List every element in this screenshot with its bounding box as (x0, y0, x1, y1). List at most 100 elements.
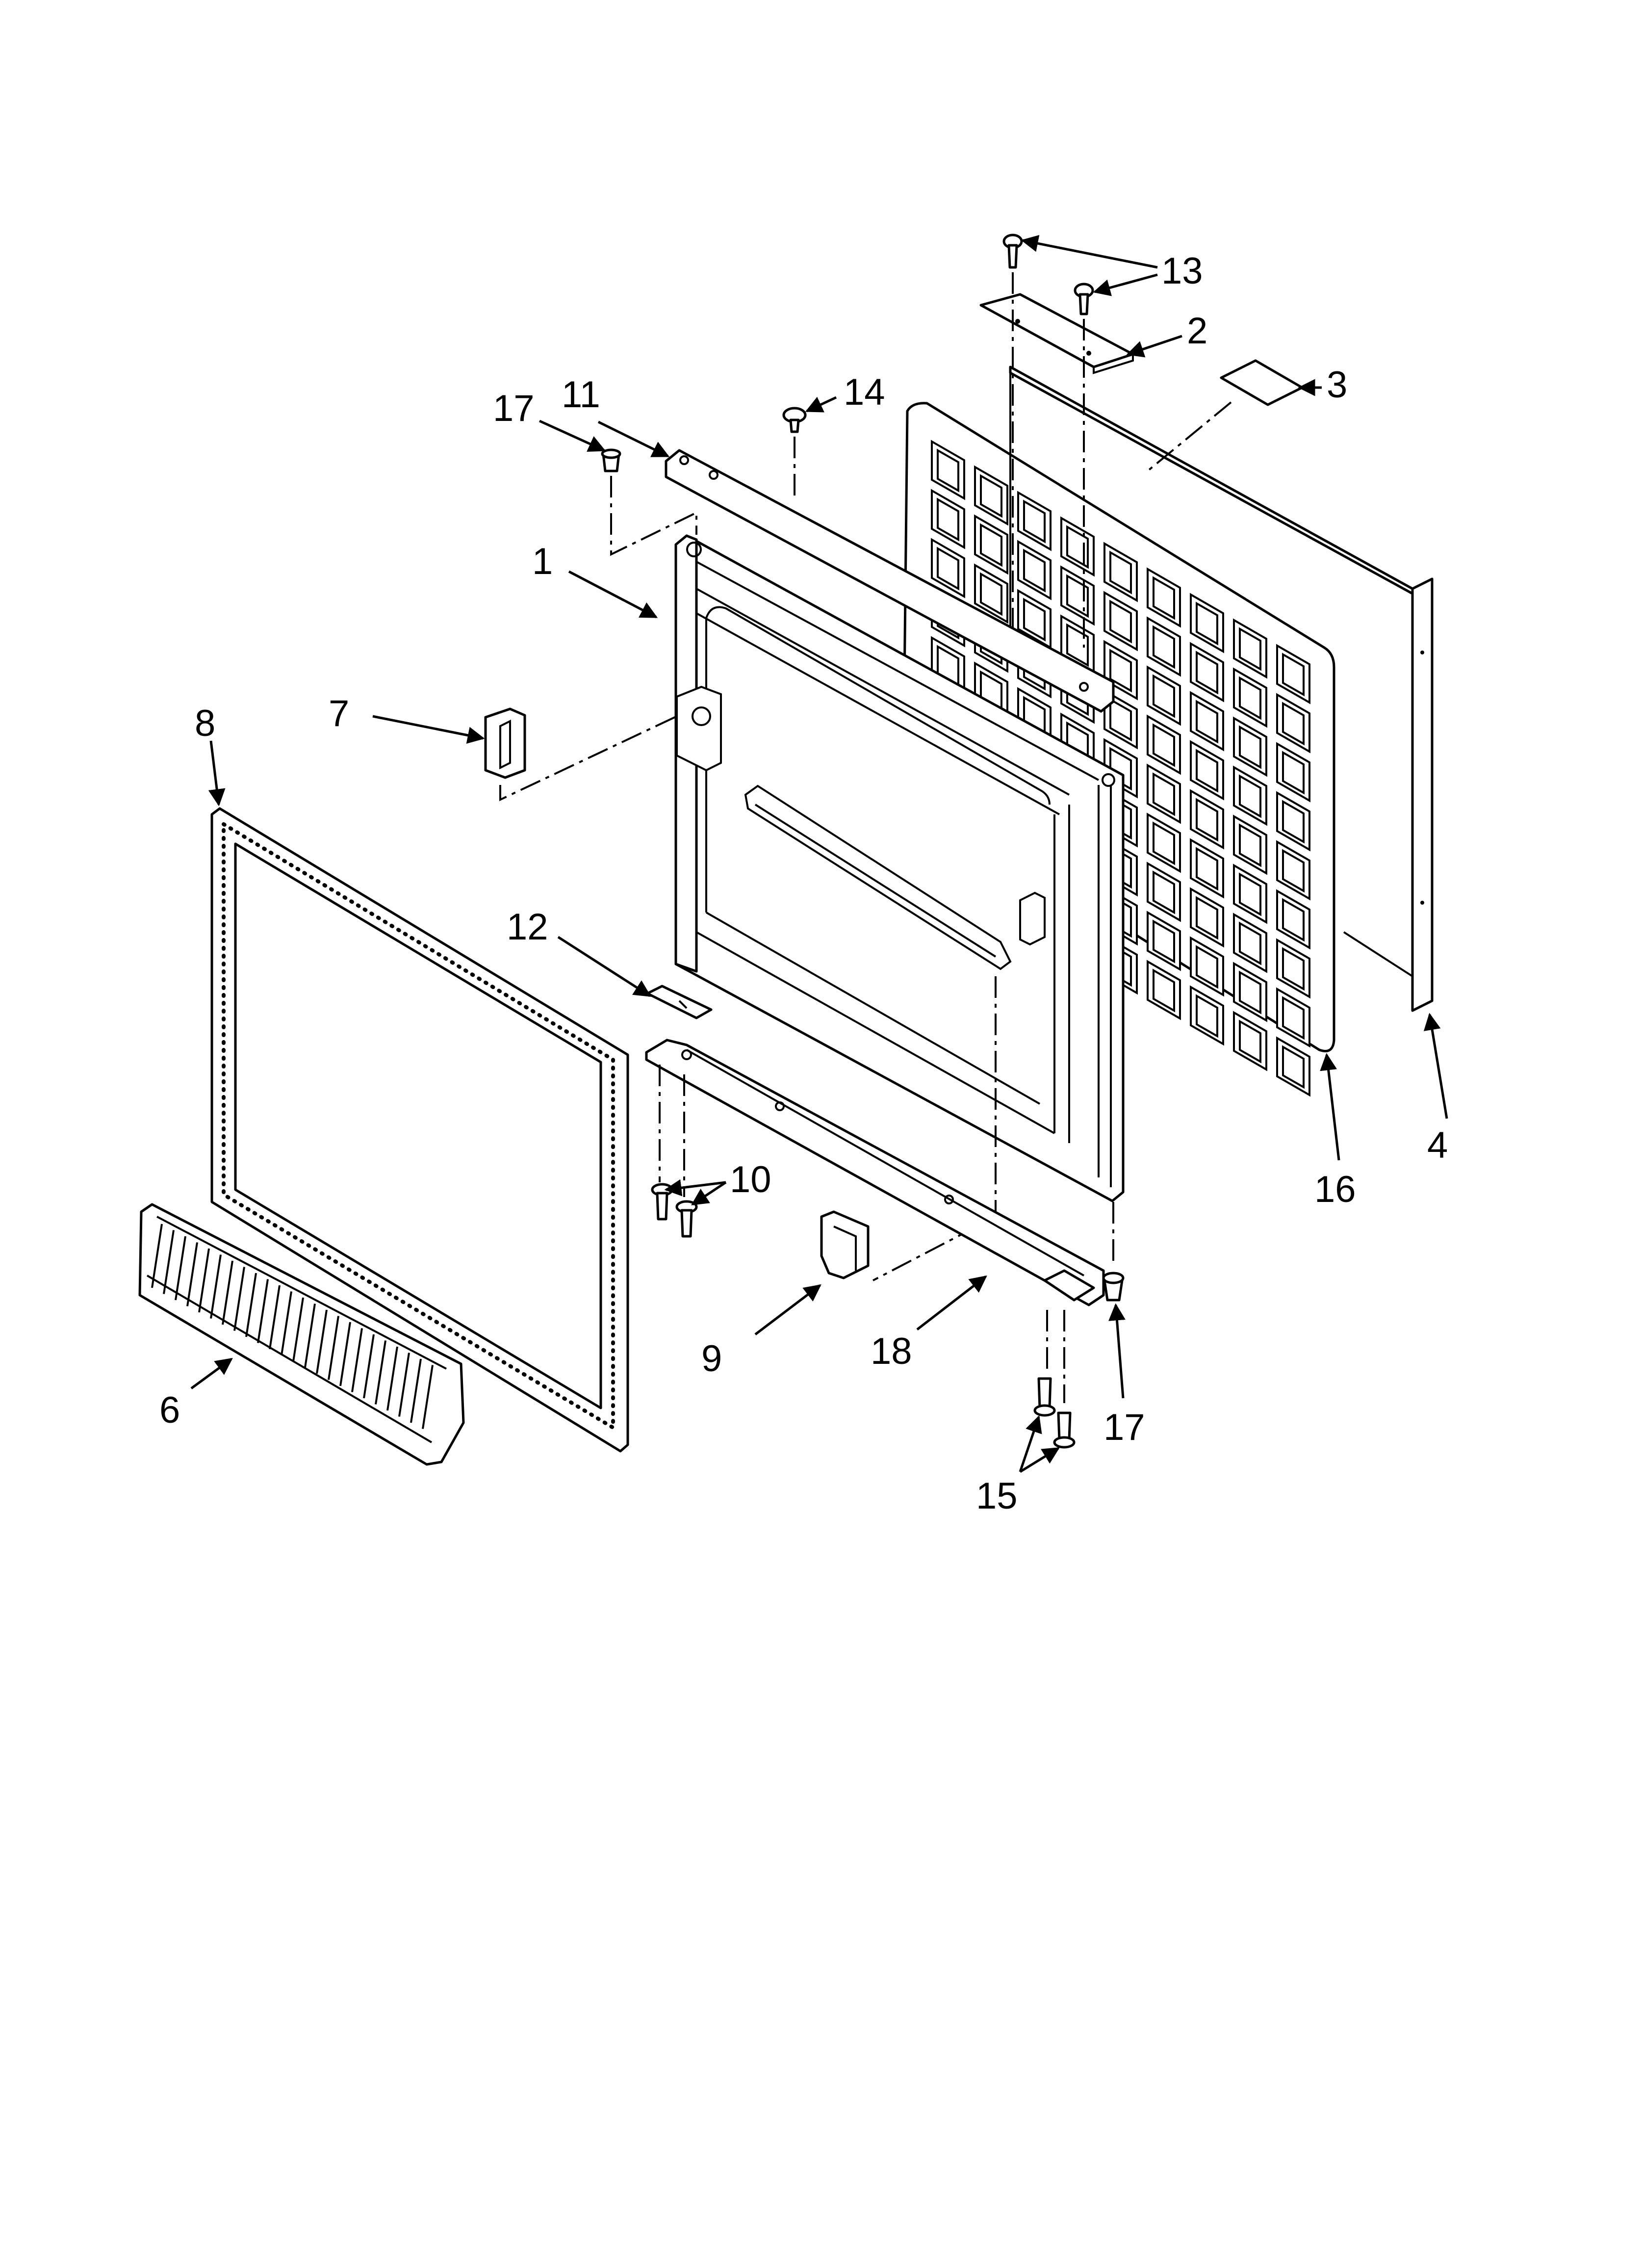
grid-cell-inner (1239, 1019, 1261, 1064)
grid-cell (1147, 665, 1181, 726)
grid-cell (1276, 791, 1310, 852)
grid-cell (1017, 491, 1052, 551)
grid-cell (1147, 616, 1181, 677)
grid-cell (1147, 812, 1181, 873)
screw-15-right (1053, 1411, 1076, 1449)
grid-cell (1103, 591, 1138, 652)
grid-cell-inner (1109, 649, 1132, 693)
callout-14: 14 (844, 371, 885, 413)
basket-wire (339, 1322, 351, 1386)
grid-cell-inner (1282, 1045, 1305, 1089)
grid-cell-inner (980, 523, 1002, 567)
grid-cell (1060, 565, 1095, 626)
arrow-13b (1093, 273, 1158, 296)
grid-cell (1147, 911, 1181, 971)
screw-13-left (1002, 234, 1023, 269)
grid-cell (1147, 960, 1181, 1020)
grid-cell (1190, 936, 1224, 997)
basket-wires (151, 1224, 434, 1429)
grid-cell-inner (1239, 676, 1261, 720)
basket-wire (422, 1365, 434, 1429)
grid-cell-inner (1282, 849, 1305, 893)
grid-cell (1147, 861, 1181, 922)
hinge-cover-7-axis (499, 715, 677, 802)
grid-cell (931, 489, 965, 549)
basket-wire (151, 1224, 163, 1288)
grid-cell (1103, 542, 1138, 602)
grid-cell-inner (1196, 945, 1218, 989)
grid-cell-inner (1153, 870, 1175, 914)
wire-basket-6 (138, 1203, 465, 1466)
grid-cell-inner (1239, 725, 1261, 769)
basket-wire (163, 1230, 175, 1294)
bottom-bracket-18 (645, 1039, 1105, 1306)
grid-cell-inner (1109, 698, 1132, 742)
hinge-strip-11 (665, 449, 1115, 713)
grid-cell-inner (1023, 548, 1046, 593)
grid-cell-inner (1109, 550, 1132, 595)
grid-cell (1276, 840, 1310, 901)
callout-10: 10 (730, 1159, 771, 1200)
grid-cell (1190, 642, 1224, 703)
grid-cell (974, 465, 1008, 526)
arrow-6 (190, 1357, 233, 1390)
grid-cell (1276, 938, 1310, 999)
callout-18: 18 (871, 1330, 912, 1372)
grid-cell (1190, 789, 1224, 850)
grid-cell (1190, 691, 1224, 752)
callout-2: 2 (1187, 310, 1207, 352)
grid-cell-inner (1239, 627, 1261, 671)
grid-cell-inner (937, 497, 959, 542)
grid-cell-inner (1239, 921, 1261, 965)
screw-13-right (1074, 283, 1094, 315)
clip-12 (646, 985, 713, 1019)
callout-17-bottom: 17 (1103, 1407, 1145, 1448)
arrow-13a (1021, 235, 1158, 269)
arrow-9 (754, 1284, 821, 1335)
label-3 (1220, 359, 1304, 406)
door-liner-4 (1009, 365, 1434, 1012)
grid-cell-inner (1282, 702, 1305, 746)
grid-cell-inner (1239, 970, 1261, 1015)
grid-cell (1233, 667, 1267, 728)
grid-cell-inner (1066, 623, 1089, 667)
callout-6: 6 (159, 1389, 180, 1431)
grid-cell (1103, 689, 1138, 750)
grid-cell (974, 514, 1008, 575)
grid-cell-inner (1153, 968, 1175, 1013)
grid-cell (931, 538, 965, 599)
grid-cell (1147, 714, 1181, 775)
bushing-17-top-axis (610, 476, 697, 556)
grid-cell-inner (1153, 919, 1175, 964)
grid-cell (1233, 716, 1267, 777)
grid-cell (1190, 887, 1224, 948)
plug-14 (782, 407, 807, 433)
grid-cell (1233, 962, 1267, 1022)
basket-wire (351, 1328, 363, 1392)
grid-cell-inner (1196, 601, 1218, 646)
basket-wire (363, 1334, 375, 1399)
grid-cell-inner (1066, 574, 1089, 618)
basket-wire (375, 1340, 386, 1405)
bushing-17-bottom (1102, 1272, 1125, 1302)
grid-cell-inner (1282, 996, 1305, 1040)
leader-dash-3 (1147, 401, 1232, 472)
arrow-18 (916, 1275, 987, 1330)
grid-cell (1190, 985, 1224, 1046)
callout-13: 13 (1161, 250, 1203, 292)
basket-wire (233, 1267, 245, 1331)
grid-cell (1276, 644, 1310, 704)
callout-1: 1 (532, 541, 553, 582)
grid-cell-inner (1109, 600, 1132, 644)
grid-cell (1147, 567, 1181, 628)
door-gasket-8 (210, 807, 629, 1453)
callout-11: 11 (562, 374, 600, 416)
arrow-16 (1320, 1053, 1340, 1161)
grid-cell-inner (1196, 896, 1218, 940)
grid-cell-inner (1153, 576, 1175, 620)
grid-cell-inner (980, 474, 1002, 518)
grid-cell-inner (1196, 700, 1218, 744)
basket-wire (222, 1260, 233, 1325)
arrow-12 (557, 936, 651, 997)
grid-cell-inner (1282, 652, 1305, 697)
